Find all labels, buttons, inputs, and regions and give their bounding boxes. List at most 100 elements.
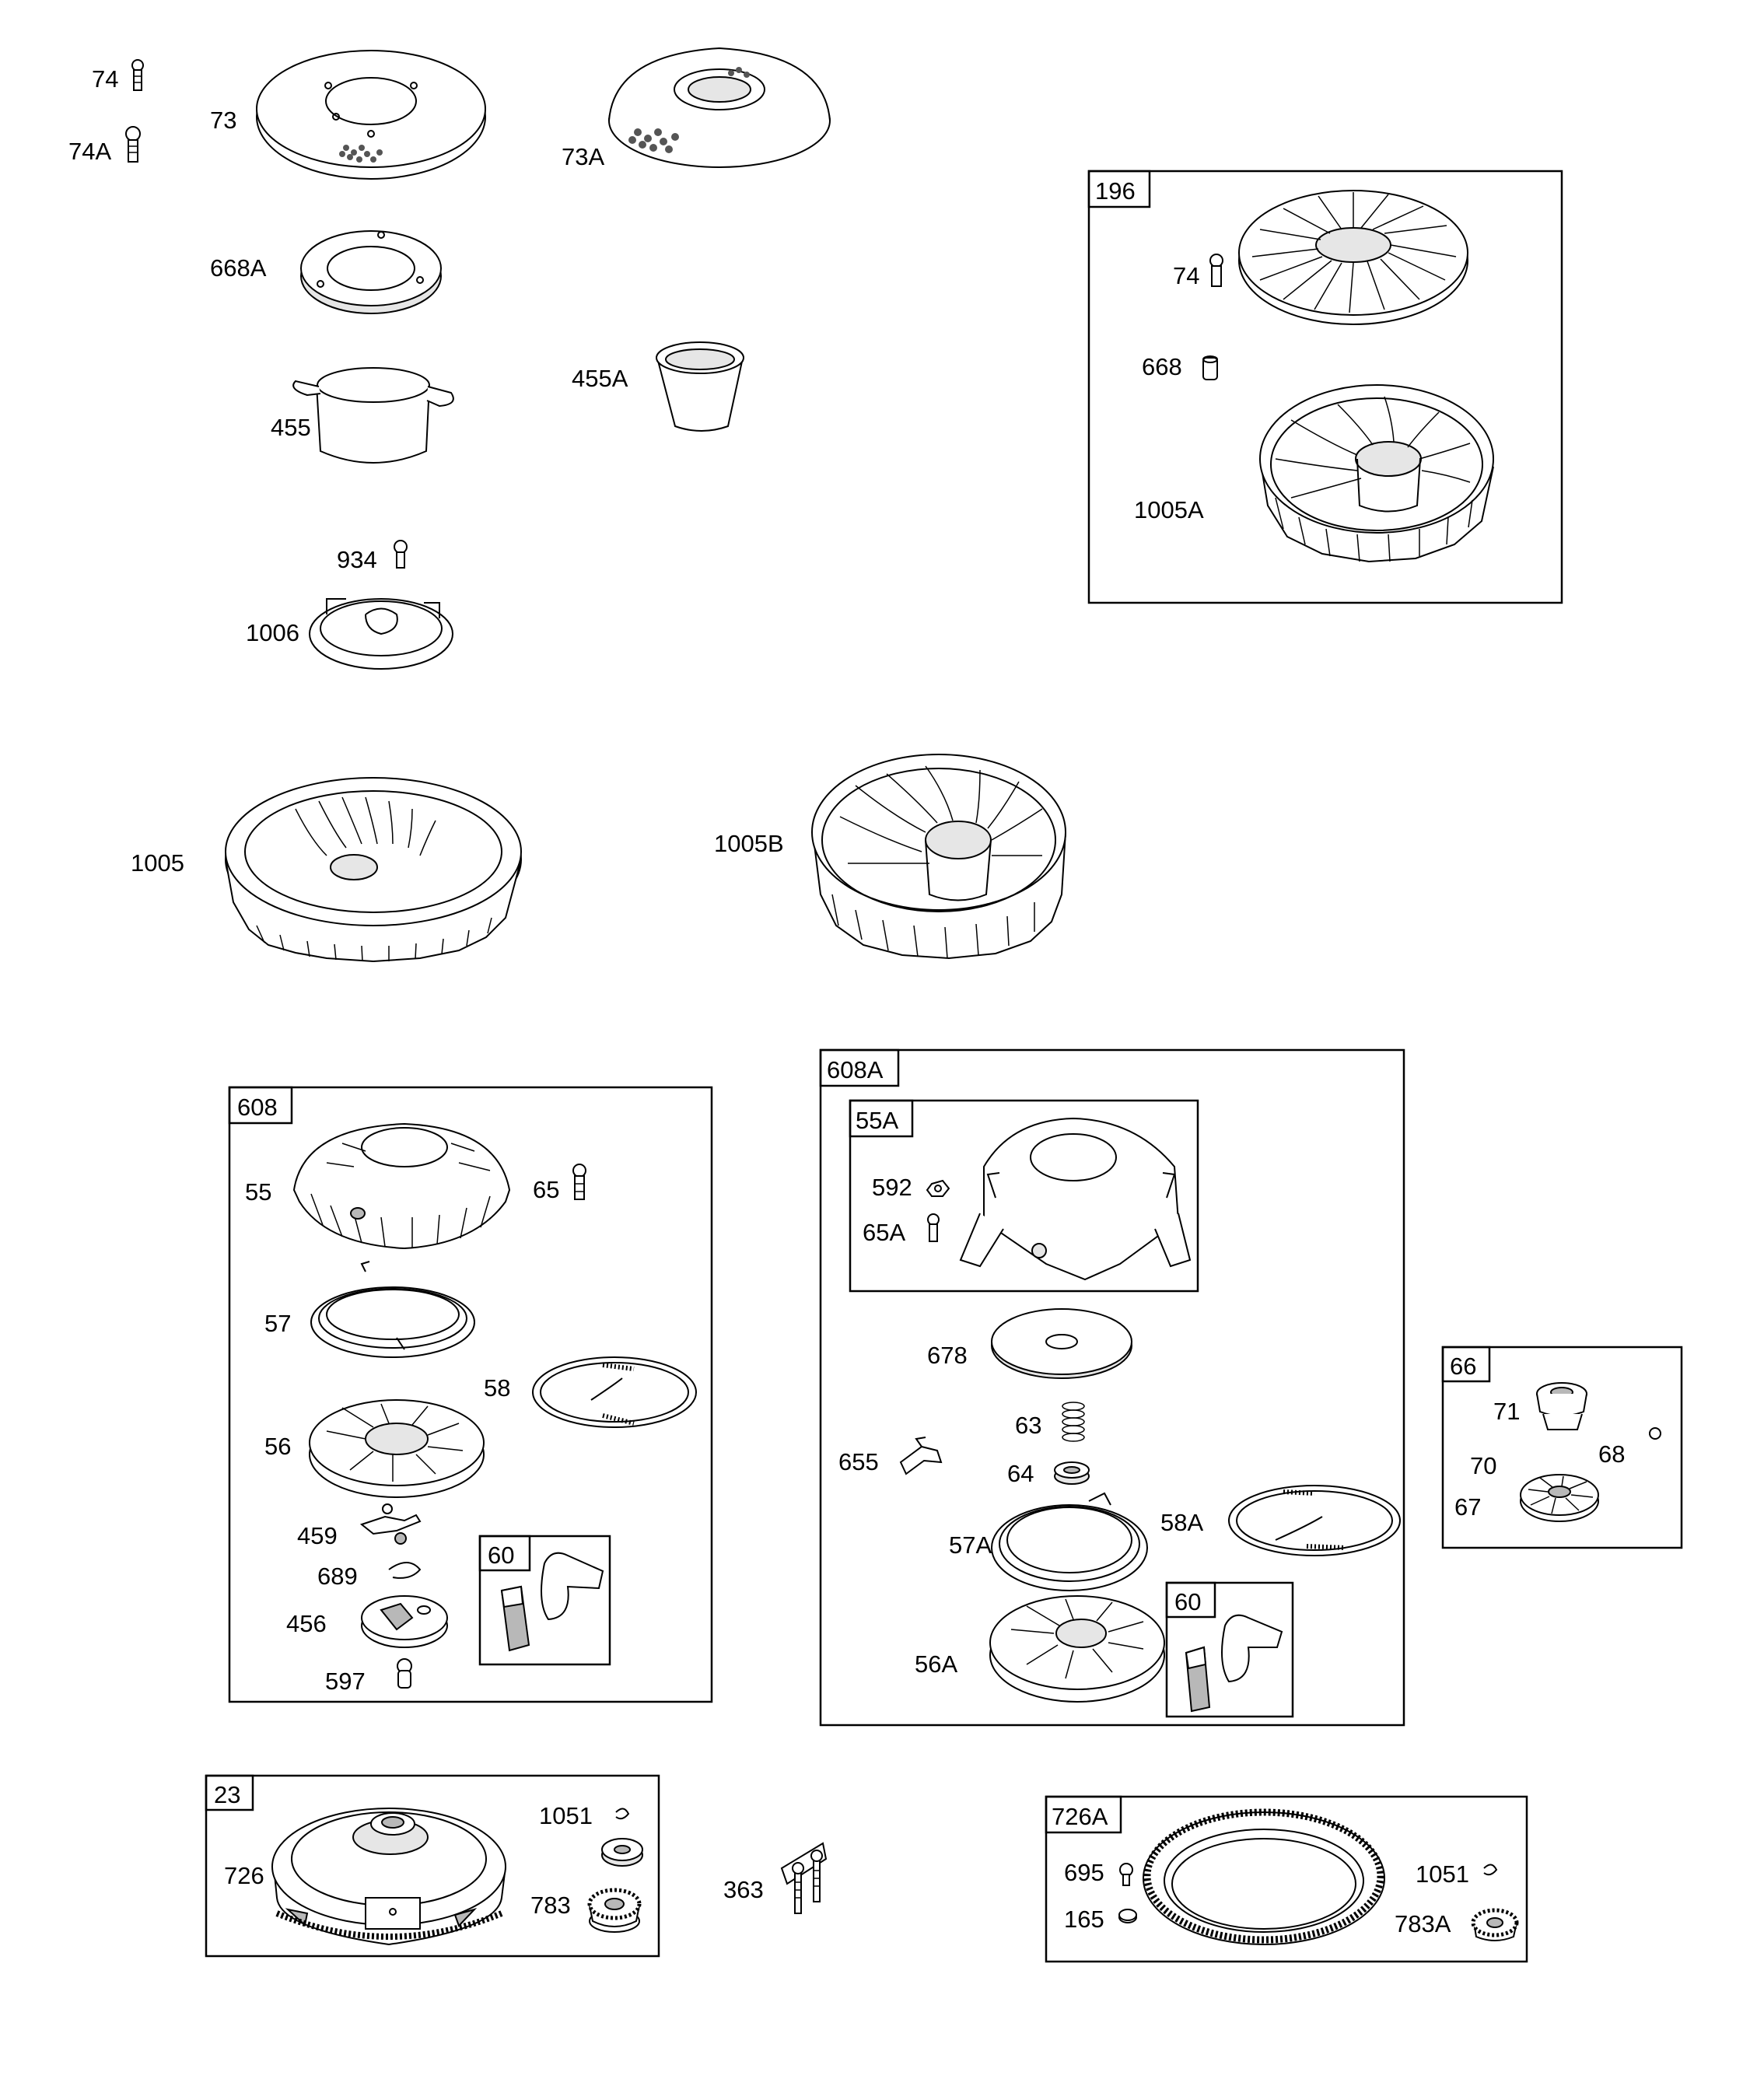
- kit-box-608: [228, 1086, 713, 1703]
- part-label-678: 678: [927, 1342, 968, 1369]
- part-label-56: 56: [264, 1433, 291, 1460]
- housing-55a-part: [959, 1117, 1192, 1281]
- part-label-67: 67: [1454, 1493, 1481, 1521]
- part-label-1051: 1051: [539, 1802, 593, 1829]
- part-label-689: 689: [317, 1563, 358, 1590]
- part-label-57a: 57A: [949, 1531, 992, 1559]
- part-label-455a: 455A: [572, 365, 628, 392]
- screw-74-kit-part: [1209, 254, 1223, 287]
- part-label-58a: 58A: [1160, 1509, 1203, 1536]
- pulley-56a-part: [989, 1595, 1165, 1703]
- part-label-64: 64: [1007, 1460, 1034, 1487]
- screw-74-part: [131, 59, 144, 91]
- kit-box-608-label: 608: [237, 1094, 278, 1121]
- kit-box-608a: [819, 1048, 1405, 1727]
- nut-592-part: [926, 1179, 950, 1197]
- gear-783-part: [587, 1888, 642, 1933]
- clip-1051b-part: [1483, 1864, 1498, 1876]
- kit-box-60b-tag: [1165, 1581, 1216, 1619]
- pulley-56-part: [309, 1399, 485, 1498]
- part-label-58: 58: [484, 1374, 510, 1402]
- screen-73-part: [256, 50, 486, 180]
- kit-box-196: [1087, 170, 1563, 604]
- ring-689-part: [388, 1562, 422, 1579]
- part-label-1005b: 1005B: [714, 830, 784, 857]
- kit-box-608a-tag: [819, 1048, 900, 1087]
- kit-box-55a: [849, 1099, 1199, 1293]
- spring-63-part: [1062, 1402, 1085, 1442]
- kit-box-726a: [1045, 1795, 1528, 1963]
- kit-box-196-label: 196: [1095, 177, 1136, 205]
- part-label-668a: 668A: [210, 254, 267, 282]
- part-label-592: 592: [872, 1174, 912, 1201]
- part-label-55: 55: [245, 1178, 271, 1206]
- bushing-64-part: [1054, 1461, 1090, 1485]
- kit-box-726a-label: 726A: [1052, 1803, 1108, 1830]
- part-label-73: 73: [210, 107, 236, 134]
- kit-box-60-tag: [478, 1535, 531, 1572]
- part-label-1006: 1006: [246, 619, 299, 646]
- cup-455a-part: [656, 341, 744, 432]
- kit-box-60: [478, 1535, 611, 1666]
- governor-71-part: [1536, 1382, 1587, 1430]
- spring-57-part: [310, 1261, 475, 1358]
- part-label-934: 934: [337, 546, 377, 573]
- flywheel-fan-1005a-part: [1259, 384, 1494, 563]
- screen-73a-part: [608, 47, 831, 168]
- screw-65-part: [572, 1164, 586, 1200]
- kit-box-23-label: 23: [214, 1781, 240, 1808]
- bracket-363-part: [780, 1842, 828, 1914]
- kit-box-55a-label: 55A: [856, 1107, 898, 1134]
- part-label-63: 63: [1015, 1412, 1041, 1439]
- part-label-783a: 783A: [1395, 1910, 1451, 1937]
- pin-668-part: [1202, 355, 1218, 380]
- part-label-165: 165: [1064, 1906, 1104, 1933]
- part-label-57: 57: [264, 1310, 291, 1337]
- kit-box-608a-label: 608A: [827, 1056, 884, 1083]
- part-label-1051b: 1051: [1416, 1860, 1469, 1888]
- ball-68-part: [1649, 1427, 1661, 1440]
- part-label-783: 783: [530, 1892, 571, 1919]
- part-label-363: 363: [723, 1876, 764, 1903]
- part-label-695: 695: [1064, 1859, 1104, 1886]
- kit-box-23: [205, 1774, 660, 1958]
- part-label-70: 70: [1470, 1452, 1496, 1479]
- screw-597-part: [397, 1658, 412, 1689]
- flywheel-fan-1005-part: [225, 777, 522, 963]
- screw-695-part: [1119, 1863, 1133, 1886]
- kit-box-66-label: 66: [1450, 1353, 1476, 1380]
- ring-1006-part: [309, 598, 453, 670]
- kit-box-608-tag: [228, 1086, 293, 1125]
- screw-934-part: [394, 540, 408, 569]
- part-label-74a: 74A: [68, 138, 111, 165]
- retainer-456-part: [361, 1595, 448, 1648]
- kit-box-66: [1441, 1346, 1683, 1549]
- flywheel-fan-1005b-part: [811, 754, 1066, 960]
- rope-58a-part: [1228, 1485, 1401, 1556]
- kit-box-55a-tag: [849, 1099, 914, 1138]
- part-label-597: 597: [325, 1668, 366, 1695]
- kit-box-60b-label: 60: [1174, 1588, 1201, 1615]
- clip-1051-part: [615, 1808, 630, 1820]
- handle-60-part: [500, 1552, 604, 1652]
- dog-459-part: [359, 1503, 422, 1545]
- part-label-71: 71: [1493, 1398, 1520, 1425]
- part-label-655: 655: [838, 1448, 879, 1475]
- washer-678-part: [991, 1308, 1132, 1379]
- part-label-56a: 56A: [915, 1650, 957, 1678]
- part-label-668: 668: [1142, 353, 1182, 380]
- kit-box-60b: [1165, 1581, 1294, 1718]
- screw-65a-part: [927, 1213, 940, 1242]
- clip-655-part: [899, 1437, 943, 1475]
- part-label-1005: 1005: [131, 849, 184, 877]
- part-label-68: 68: [1598, 1440, 1625, 1468]
- part-label-1005a: 1005A: [1134, 496, 1204, 523]
- gear-67-part: [1520, 1474, 1599, 1522]
- part-label-65a: 65A: [863, 1219, 905, 1246]
- part-label-459: 459: [297, 1522, 338, 1549]
- screw-74a-part: [125, 126, 141, 163]
- kit-box-726a-tag: [1045, 1795, 1122, 1834]
- plate-668a-part: [300, 230, 442, 314]
- screen-196-part: [1238, 190, 1468, 325]
